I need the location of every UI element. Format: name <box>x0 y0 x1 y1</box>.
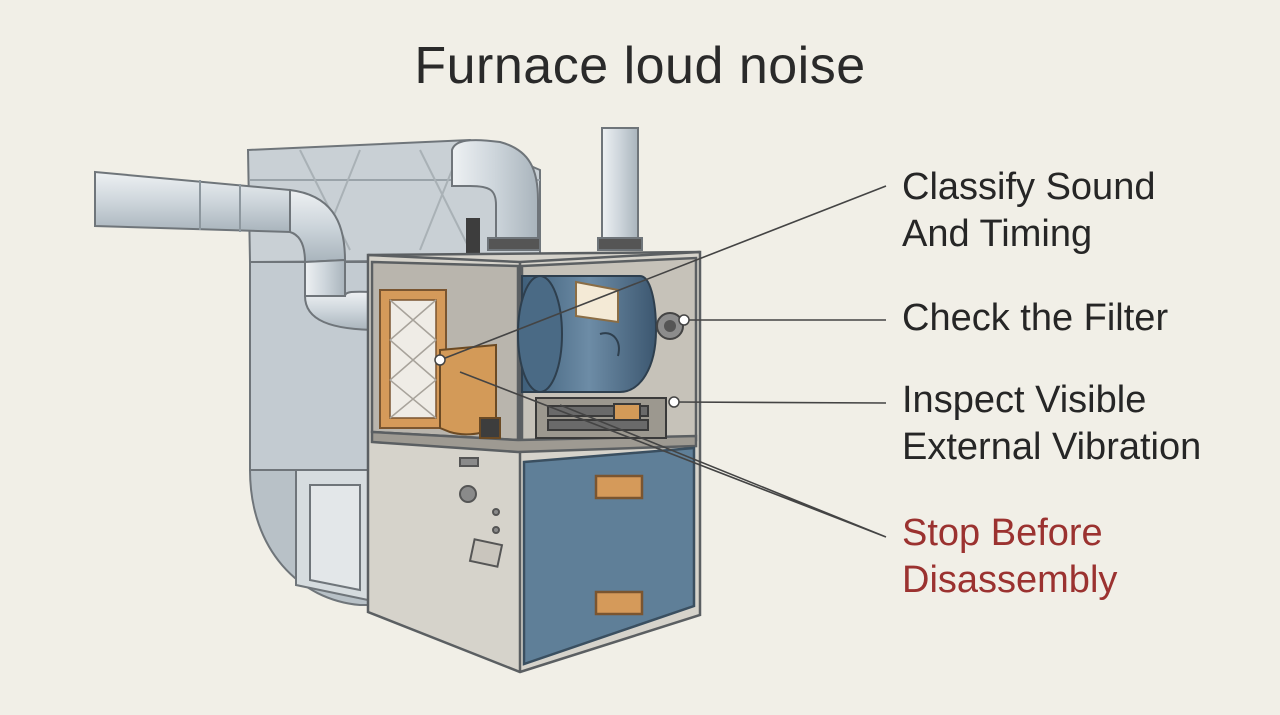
callout-inspect-vibration: Inspect Visible External Vibration <box>902 377 1201 471</box>
leader-vibration <box>673 401 887 404</box>
blower-motor <box>517 275 658 393</box>
exhaust-pipe <box>94 170 381 332</box>
leader-dots <box>434 314 690 408</box>
burner-assembly <box>535 397 667 439</box>
gas-valve <box>439 343 501 439</box>
pressure-switch <box>656 312 684 340</box>
leader-lines <box>439 185 887 538</box>
vent-pipe <box>451 139 541 251</box>
callout-line: Classify Sound <box>902 166 1156 208</box>
page-title: Furnace loud noise <box>414 37 866 95</box>
callout-line: External Vibration <box>902 426 1202 468</box>
callout-stop-before-disassembly: Stop Before Disassembly <box>902 510 1117 604</box>
leader-classify <box>439 185 887 361</box>
callout-line: Inspect Visible <box>902 379 1147 421</box>
callout-line: Stop Before <box>902 512 1103 554</box>
callout-check-filter: Check the Filter <box>902 295 1168 342</box>
flue-pipe <box>597 127 643 251</box>
lower-access-panel <box>522 446 696 666</box>
callout-line: And Timing <box>902 213 1093 255</box>
callout-classify-sound: Classify Sound And Timing <box>902 164 1155 258</box>
return-duct <box>295 469 369 602</box>
leader-stop <box>459 371 887 538</box>
callout-line: Disassembly <box>902 559 1118 601</box>
control-panel <box>459 457 504 568</box>
callout-line: Check the Filter <box>902 297 1169 339</box>
